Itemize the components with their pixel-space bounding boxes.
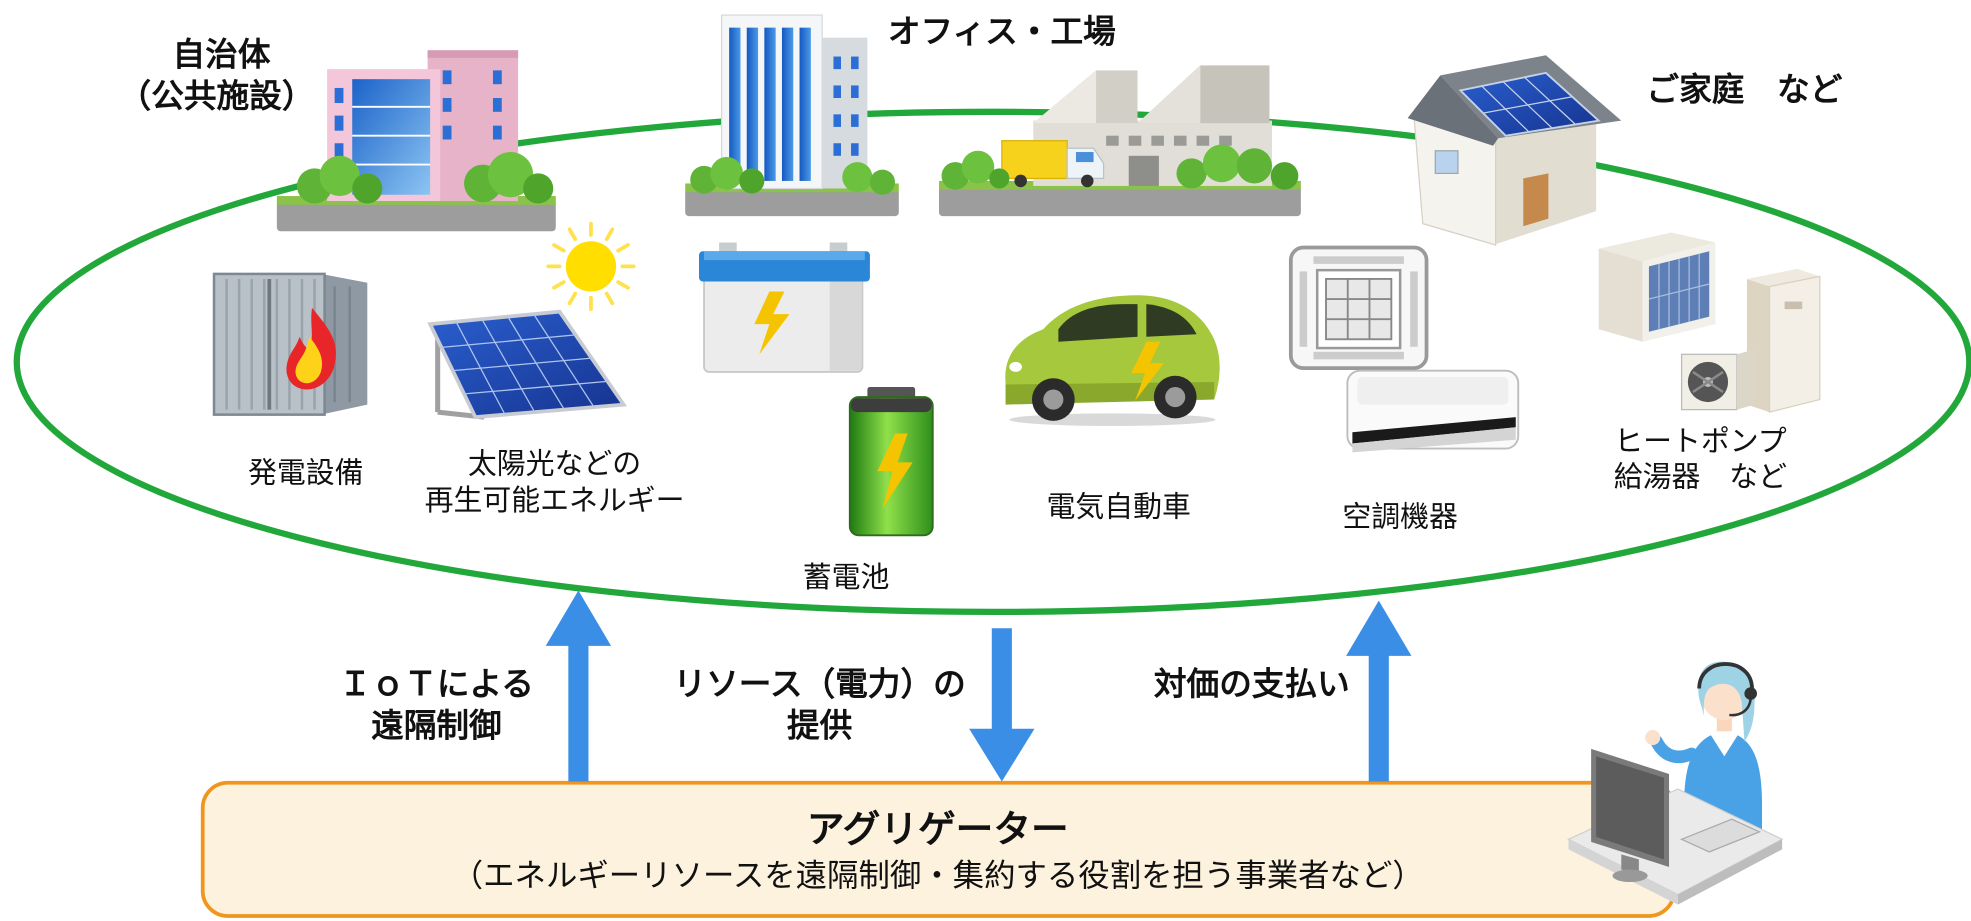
- iot-control-label-line2: 遠隔制御: [371, 706, 502, 744]
- storage-battery-label: 蓄電池: [803, 560, 890, 594]
- office-building-icon: [685, 14, 899, 217]
- resource-supply-label-line2: 提供: [787, 706, 852, 744]
- heat-pump-water-heater-icon: [1598, 232, 1821, 413]
- renewable-label-line2: 再生可能エネルギー: [425, 483, 685, 517]
- municipality-sub-label: （公共施設）: [119, 77, 315, 115]
- factory-icon: [939, 65, 1301, 217]
- aggregator-title: アグリゲーター: [807, 807, 1069, 851]
- resource-supply-arrow: [969, 628, 1035, 782]
- heat-pump-label-line2: 給湯器 など: [1614, 459, 1787, 493]
- home-label: ご家庭 など: [1646, 71, 1842, 109]
- air-conditioner-label: 空調機器: [1342, 499, 1458, 533]
- generator-label: 発電設備: [248, 455, 364, 489]
- office-factory-label: オフィス・工場: [888, 13, 1116, 51]
- electric-car-label: 電気自動車: [1046, 489, 1190, 523]
- iot-control-label-line1: ＩｏＴによる: [339, 665, 534, 703]
- car-battery-icon: [699, 242, 870, 373]
- wall-air-conditioner-icon: [1346, 369, 1520, 453]
- fire-icon: [286, 307, 336, 390]
- generator-container-icon: [212, 272, 368, 416]
- iot-control-arrow: [545, 590, 612, 782]
- resource-pool-ellipse: [13, 108, 1971, 615]
- solar-panel-icon: [427, 309, 628, 420]
- electric-car-icon: [1005, 295, 1220, 426]
- delivery-truck-icon: [1001, 140, 1105, 188]
- municipal-building-icon: [276, 50, 556, 232]
- solar-house-icon: [1407, 55, 1622, 246]
- municipality-label: 自治体: [173, 35, 271, 73]
- storage-battery-icon: [848, 386, 934, 537]
- renewable-label-line1: 太陽光などの: [468, 447, 641, 481]
- payment-arrow: [1346, 600, 1412, 782]
- aggregator-description: （エネルギーリソースを遠隔制御・集約する役割を担う事業者など）: [452, 858, 1424, 894]
- sun-icon: [546, 221, 636, 311]
- ceiling-air-conditioner-icon: [1288, 245, 1429, 371]
- resource-supply-label-line1: リソース（電力）の: [674, 665, 966, 703]
- heat-pump-label-line1: ヒートポンプ: [1614, 424, 1787, 458]
- operator-at-computer-icon: [1567, 661, 1784, 905]
- payment-label: 対価の支払い: [1154, 665, 1350, 703]
